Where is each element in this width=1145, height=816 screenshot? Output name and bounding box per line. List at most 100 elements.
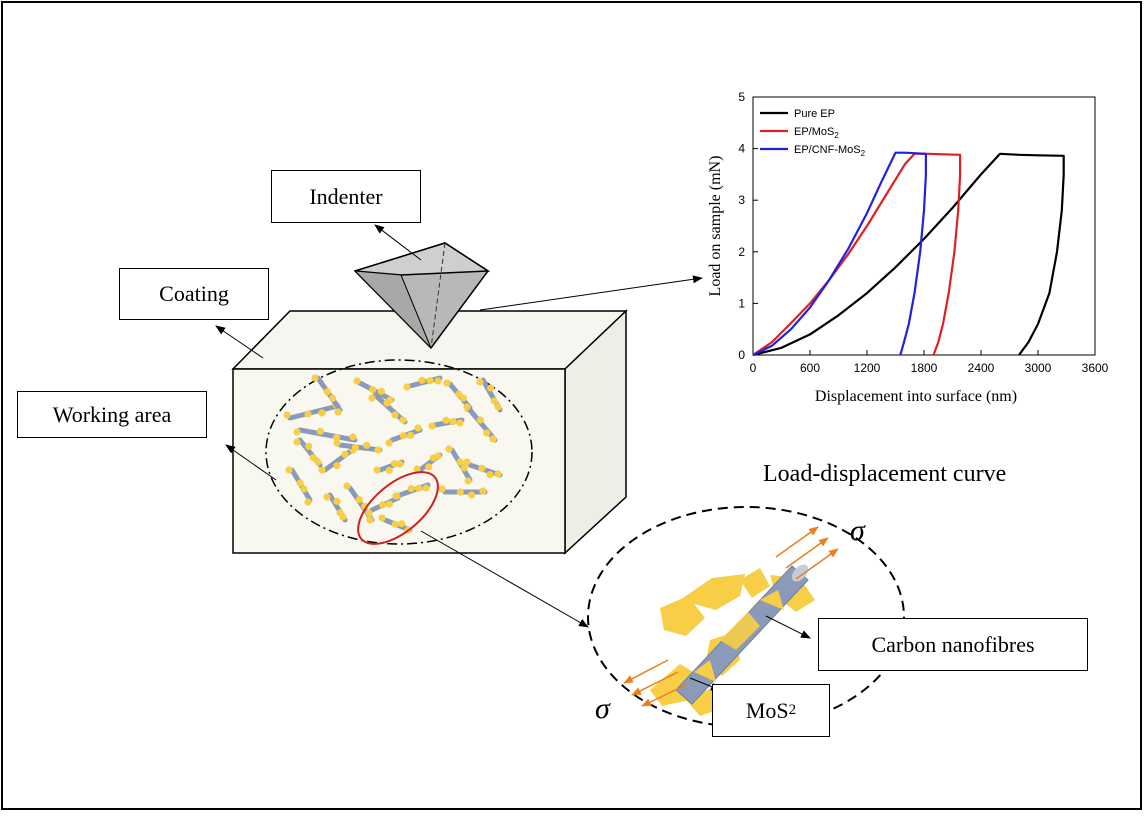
mos2-particle bbox=[318, 466, 326, 474]
mos2-particle bbox=[476, 378, 484, 386]
mos2-particle bbox=[383, 399, 391, 407]
series-line-2 bbox=[752, 152, 962, 356]
stress-arrows-bottom bbox=[623, 659, 689, 707]
legend-label-sub: 2 bbox=[834, 131, 839, 140]
fibre bbox=[337, 442, 383, 453]
mos2-particle bbox=[415, 484, 423, 492]
mos2-particle bbox=[391, 411, 399, 419]
fibre bbox=[287, 403, 341, 421]
mos2-particle bbox=[399, 416, 407, 424]
mos2-particle bbox=[418, 376, 426, 384]
mos2-particle bbox=[285, 466, 293, 474]
y-tick-label: 2 bbox=[738, 245, 745, 259]
mos2-particle bbox=[391, 520, 399, 528]
mos2-particle bbox=[296, 479, 304, 487]
mos2-particle bbox=[489, 435, 497, 443]
mos2-particle bbox=[468, 491, 476, 499]
mos2-particle bbox=[293, 428, 301, 436]
mos2-particle bbox=[355, 496, 363, 504]
mos2-particle bbox=[449, 418, 457, 426]
mos2-particle bbox=[333, 434, 341, 442]
mos2-particle bbox=[398, 520, 406, 528]
mos2-particle bbox=[438, 485, 446, 493]
fibre bbox=[297, 427, 358, 443]
mos2-particle bbox=[483, 429, 491, 437]
mos2-particle bbox=[494, 403, 502, 411]
mos2-particle bbox=[434, 377, 442, 385]
mos2-particle bbox=[391, 460, 399, 468]
mos2-particle bbox=[343, 482, 351, 490]
mos2-particle bbox=[314, 458, 322, 466]
mos2-particle bbox=[460, 464, 468, 472]
mos2-particle bbox=[341, 450, 349, 458]
fibre bbox=[467, 407, 498, 443]
chart-ylabel: Load on sample (mN) bbox=[707, 156, 724, 297]
mos2-particle bbox=[403, 383, 411, 391]
mos2-particle bbox=[368, 394, 376, 402]
mos2-particle bbox=[434, 452, 442, 460]
fibre bbox=[372, 392, 408, 425]
mos2-particle bbox=[456, 488, 464, 496]
mos2-particle bbox=[329, 394, 337, 402]
mos2-particle bbox=[374, 446, 382, 454]
mos2-particle bbox=[379, 501, 387, 509]
mos2-particle bbox=[353, 377, 361, 385]
curve-caption: Load-displacement curve bbox=[763, 461, 1007, 487]
mos2-particle bbox=[293, 438, 301, 446]
y-tick-label: 1 bbox=[738, 296, 745, 310]
y-tick-label: 5 bbox=[738, 90, 745, 104]
mos2-particle bbox=[456, 419, 464, 427]
mos2-particle bbox=[333, 439, 341, 447]
mos2-particle bbox=[407, 485, 415, 493]
mos2-particle bbox=[323, 493, 331, 501]
mos2-particle bbox=[316, 427, 324, 435]
mos2-particle bbox=[407, 431, 415, 439]
mos2-particle bbox=[425, 463, 433, 471]
mos2-particle bbox=[479, 487, 487, 495]
mos2-particle bbox=[396, 460, 404, 468]
mos2-particle bbox=[300, 485, 308, 493]
mos2-particle bbox=[399, 432, 407, 440]
mos2-particle bbox=[366, 516, 374, 524]
mos2-particle bbox=[486, 471, 494, 479]
mos2-particle bbox=[445, 445, 453, 453]
indenter-pyramid bbox=[353, 242, 491, 350]
mos2-particle bbox=[443, 379, 451, 387]
mos2-particle bbox=[378, 514, 386, 522]
legend-label: Pure EP bbox=[794, 108, 835, 120]
mos2-particle bbox=[333, 497, 341, 505]
mos2-particle bbox=[311, 374, 319, 382]
mos2-particle bbox=[476, 416, 484, 424]
mos2-particle bbox=[442, 416, 450, 424]
x-tick-label: 3600 bbox=[1082, 361, 1109, 375]
mos2-particle bbox=[318, 409, 326, 417]
legend-label: EP/MoS2 bbox=[794, 126, 839, 140]
coating-label: Coating bbox=[119, 268, 269, 320]
working-area-label: Working area bbox=[17, 391, 207, 438]
mos2-particle bbox=[414, 424, 422, 432]
legend-label: EP/CNF-MoS2 bbox=[794, 144, 866, 158]
mos2-particle bbox=[305, 442, 313, 450]
x-tick-label: 3000 bbox=[1025, 361, 1052, 375]
stress-arrows-top bbox=[775, 526, 839, 580]
y-tick-label: 4 bbox=[738, 142, 745, 156]
fibre-cluster bbox=[283, 374, 503, 534]
fibre bbox=[357, 380, 395, 403]
coating-arrow bbox=[215, 325, 264, 359]
carbon-nanofibres-label: Carbon nanofibres bbox=[818, 618, 1088, 671]
mos2-particle bbox=[478, 464, 486, 472]
mos2-particle bbox=[385, 439, 393, 447]
mos2-particle bbox=[455, 390, 463, 398]
mos2-particle bbox=[373, 466, 381, 474]
working-area-arrow bbox=[225, 444, 277, 481]
mos2-particle bbox=[413, 465, 421, 473]
mos2-particle bbox=[456, 458, 464, 466]
mos2-particle bbox=[463, 403, 471, 411]
mos2-particle bbox=[385, 500, 393, 508]
